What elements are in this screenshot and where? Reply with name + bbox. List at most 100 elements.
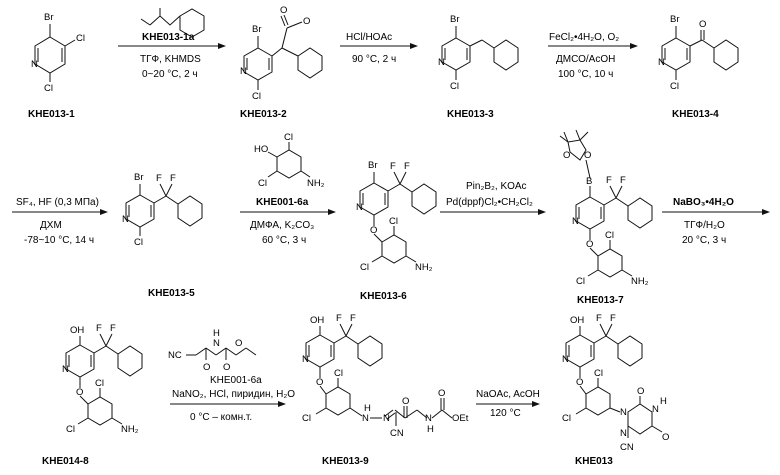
- atom-F: F: [404, 161, 410, 172]
- atom-N: N: [122, 214, 129, 225]
- atom-O: O: [438, 388, 445, 399]
- step-8: NC O N H O O KHE001-6a NaNO₂, HCl, пирид…: [168, 328, 295, 423]
- atom-F: F: [170, 173, 176, 184]
- step-condition: NaNO₂, HCl, пиридин, H₂O: [172, 389, 295, 400]
- atom-N: N: [213, 338, 220, 349]
- step-reagent: HCl/HOAc: [346, 32, 392, 43]
- atom-N: N: [383, 413, 390, 424]
- compound-label: KHE013-1: [28, 109, 75, 120]
- step-condition: 90 °C, 2 ч: [352, 54, 396, 65]
- atom-Cl: Cl: [66, 424, 75, 435]
- structure-KHE013-2: Br O O N Cl: [240, 5, 322, 102]
- atom-O: O: [699, 19, 706, 30]
- step-reagent: NaOAc, AcOH: [476, 389, 540, 400]
- atom-O: O: [370, 225, 377, 236]
- step-9: NaOAc, AcOH 120 °C: [476, 389, 540, 419]
- atom-NH2: NH₂: [631, 276, 649, 287]
- atom-Cl: Cl: [258, 178, 267, 189]
- structure-KHE013-6: Br F F N O Cl Cl NH₂: [356, 160, 436, 273]
- atom-F: F: [390, 161, 396, 172]
- step-condition: ДМФА, K₂CO₃: [250, 220, 314, 231]
- atom-F: F: [610, 313, 616, 324]
- atom-F: F: [620, 175, 626, 186]
- compound-label: KHE013-3: [447, 109, 494, 120]
- atom-F: F: [110, 323, 116, 334]
- atom-Br: Br: [252, 24, 262, 35]
- atom-N: N: [31, 59, 38, 70]
- step-5: HO Cl Cl NH₂ KHE001-6a ДМФА, K₂CO₃ 60 °C…: [240, 132, 336, 246]
- atom-F: F: [596, 313, 602, 324]
- atom-NH2: NH₂: [307, 178, 325, 189]
- atom-OH: OH: [310, 315, 324, 326]
- atom-O: O: [223, 362, 230, 373]
- step-reagent: FeCl₂•4H₂O, O₂: [549, 32, 619, 43]
- structure-KHE013-1: Br Cl N Cl: [31, 12, 85, 94]
- step-7: NaBO₃•4H₂O ТГФ/H₂O 20 °C, 3 ч: [662, 197, 770, 246]
- atom-F: F: [156, 173, 162, 184]
- atom-F: F: [350, 313, 356, 324]
- atom-O: O: [235, 338, 242, 349]
- atom-Cl: Cl: [302, 413, 311, 424]
- atom-Br: Br: [368, 160, 378, 171]
- atom-B: B: [586, 176, 592, 187]
- atom-F: F: [96, 323, 102, 334]
- atom-H: H: [364, 403, 371, 414]
- compound-label: KHE013-6: [360, 291, 407, 302]
- atom-Cl: Cl: [44, 83, 53, 94]
- step-condition: 0 °C – комн.т.: [190, 412, 252, 423]
- atom-N: N: [652, 404, 659, 415]
- atom-O: O: [303, 16, 310, 27]
- step-condition: ТГФ/H₂O: [684, 220, 725, 231]
- atom-Cl: Cl: [389, 216, 398, 227]
- step-condition: ДХМ: [40, 220, 62, 231]
- atom-F: F: [606, 175, 612, 186]
- step-reagent: KHE013-1a: [142, 32, 195, 43]
- atom-Cl: Cl: [576, 276, 585, 287]
- atom-O: O: [316, 377, 323, 388]
- atom-Br: Br: [134, 172, 144, 183]
- step-1: KHE013-1a ТГФ, KHMDS 0~20 °C, 2 ч: [118, 8, 226, 80]
- step-6: Pin₂B₂, KOAc Pd(dppf)Cl₂•CH₂Cl₂: [440, 181, 546, 215]
- atom-Cl: Cl: [134, 237, 143, 248]
- atom-Cl: Cl: [450, 81, 459, 92]
- structure-KHE013: OH F F N O Cl Cl N O N H O N CN: [562, 313, 669, 453]
- step-reagent: KHE001-6a: [256, 197, 309, 208]
- structure-KHE013-7: O O B F F N O Cl Cl NH₂: [560, 130, 652, 287]
- atom-HO: HO: [254, 144, 268, 155]
- atom-N: N: [620, 428, 627, 439]
- step-2: HCl/HOAc 90 °C, 2 ч: [340, 32, 418, 65]
- step-condition: 0~20 °C, 2 ч: [142, 69, 198, 80]
- atom-Cl: Cl: [334, 368, 343, 379]
- atom-O: O: [402, 396, 409, 407]
- atom-CN: CN: [390, 428, 404, 439]
- atom-Cl: Cl: [76, 33, 85, 44]
- atom-O: O: [576, 377, 583, 388]
- structure-KHE013-3: Br N Cl: [438, 14, 518, 92]
- step-condition: 120 °C: [490, 408, 521, 419]
- atom-N: N: [362, 413, 369, 424]
- step-reagent: KHE001-6a: [210, 375, 262, 386]
- step-4: SF₄, HF (0,3 МПа) ДХМ -78~10 °C, 14 ч: [12, 197, 108, 246]
- atom-N: N: [240, 66, 247, 77]
- atom-O: O: [563, 150, 570, 161]
- atom-Br: Br: [450, 14, 460, 25]
- atom-NH2: NH₂: [121, 424, 139, 435]
- atom-N: N: [658, 57, 665, 68]
- atom-H: H: [427, 424, 434, 435]
- compound-label: KHE014-8: [42, 456, 89, 467]
- step-condition: ТГФ, KHMDS: [140, 54, 201, 65]
- atom-NC: NC: [168, 350, 182, 361]
- atom-Cl: Cl: [360, 262, 369, 273]
- atom-N: N: [356, 202, 363, 213]
- atom-F: F: [336, 313, 342, 324]
- atom-N: N: [302, 354, 309, 365]
- atom-N: N: [620, 407, 627, 418]
- atom-Cl: Cl: [670, 81, 679, 92]
- structure-KHE013-5: Br F F N Cl: [122, 172, 202, 248]
- atom-H: H: [213, 328, 220, 339]
- atom-N: N: [562, 354, 569, 365]
- structure-KHE013-4: Br O N Cl: [658, 14, 738, 92]
- step-3: FeCl₂•4H₂O, O₂ ДМСО/AcOH 100 °C, 10 ч: [548, 32, 638, 80]
- atom-O: O: [637, 386, 644, 397]
